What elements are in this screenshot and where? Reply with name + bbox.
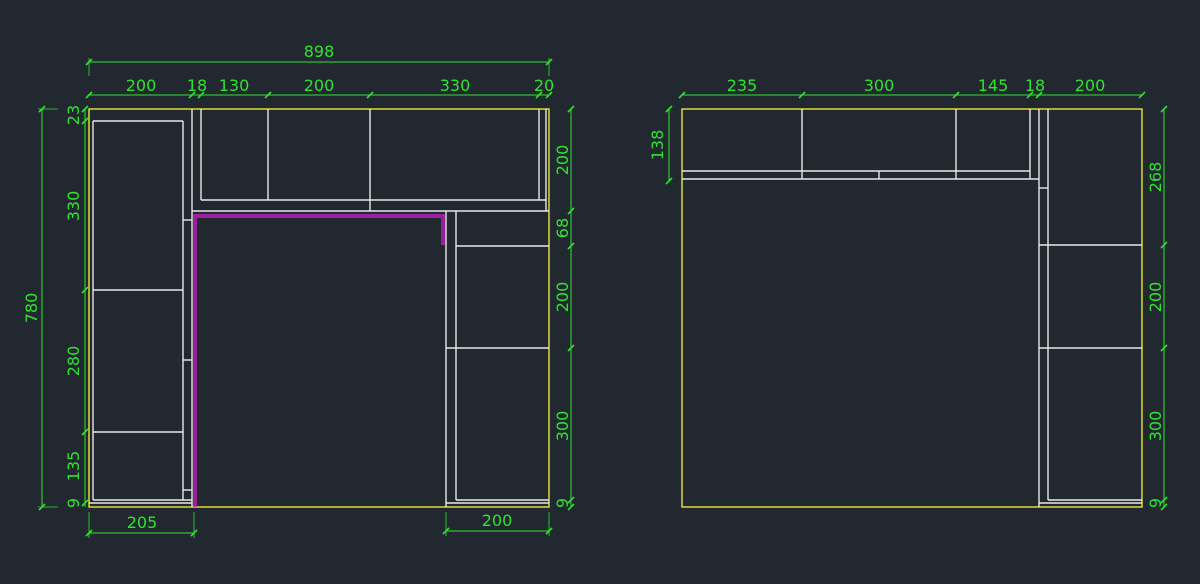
dim-tick	[567, 496, 575, 504]
top-dim-label: 18	[187, 76, 207, 95]
top-dim-label: 200	[1075, 76, 1106, 95]
dim-tick	[545, 91, 553, 99]
dim-tick	[81, 105, 89, 113]
dim-tick	[81, 286, 89, 294]
right-dim-label: 9	[553, 498, 572, 508]
right-dim-label: 200	[1146, 282, 1165, 313]
top-dim-label: 235	[727, 76, 758, 95]
opening-highlight-inner	[195, 216, 443, 507]
overall-height-label: 780	[22, 293, 41, 324]
dim-tick	[264, 91, 272, 99]
left-dim-label: 330	[64, 191, 83, 222]
right-cabinet-outline	[681, 108, 1143, 508]
dim-tick	[81, 499, 89, 507]
dim-tick	[81, 428, 89, 436]
right-dim-label: 300	[1146, 411, 1165, 442]
right-left-dim: 138	[648, 105, 673, 185]
dim-tick	[85, 91, 93, 99]
dim-tick	[798, 91, 806, 99]
dim-tick	[1026, 91, 1034, 99]
bottom-left-dim-label: 205	[127, 513, 158, 532]
right-dim-label: 200	[553, 145, 572, 176]
top-dim-label: 130	[219, 76, 250, 95]
dim-tick	[665, 105, 673, 113]
right-panels	[682, 109, 1142, 507]
right-dim-label: 268	[1146, 162, 1165, 193]
top-dim-label: 18	[1025, 76, 1045, 95]
dim-tick	[81, 117, 89, 125]
right-dim-label: 9	[1146, 498, 1165, 508]
dim-tick	[567, 207, 575, 215]
dim-tick	[567, 242, 575, 250]
dim-tick	[665, 177, 673, 185]
top-dim-label: 300	[864, 76, 895, 95]
dim-tick	[1138, 91, 1146, 99]
left-dim-label: 23	[64, 105, 83, 125]
right-right-segment-dims: 268 200 300 9	[1146, 105, 1168, 511]
dim-tick	[1160, 105, 1168, 113]
dim-tick	[567, 105, 575, 113]
dim-tick	[197, 91, 205, 99]
dim-tick	[1160, 344, 1168, 352]
top-dim-label: 200	[126, 76, 157, 95]
left-overall-height-dim: 780	[22, 105, 58, 511]
left-dim-label: 280	[64, 346, 83, 377]
dim-tick	[567, 344, 575, 352]
dim-tick	[535, 91, 543, 99]
right-dim-label: 200	[553, 282, 572, 313]
dim-tick	[188, 91, 196, 99]
left-dim-label: 135	[64, 451, 83, 482]
right-side-segment-dims: 200 68 200 300 9	[553, 105, 575, 511]
left-bottom-dims: 205 200	[85, 511, 553, 538]
top-dim-label: 200	[304, 76, 335, 95]
left-panels	[89, 109, 549, 507]
dim-tick	[1035, 91, 1043, 99]
left-elevation-view: 898 200 18 130 200 330 20 780	[22, 42, 575, 538]
dim-tick	[1160, 496, 1168, 504]
bottom-right-dim-label: 200	[482, 511, 513, 530]
top-dim-label: 330	[440, 76, 471, 95]
left-dim-label: 9	[64, 498, 83, 508]
opening-highlight-outline	[193, 214, 445, 507]
top-dim-label: 145	[978, 76, 1009, 95]
dim-tick	[1160, 503, 1168, 511]
dim-tick	[366, 91, 374, 99]
left-cabinet-outline	[88, 108, 550, 508]
right-elevation-view: 235 300 145 18 200 138 268 200 300 9	[648, 76, 1168, 511]
right-dim-label: 68	[553, 218, 572, 238]
left-dim-label: 138	[648, 130, 667, 161]
left-top-segment-dims: 200 18 130 200 330 20	[85, 76, 554, 99]
overall-width-label: 898	[304, 42, 335, 61]
dim-tick	[952, 91, 960, 99]
left-side-segment-dims: 23 330 280 135 9	[64, 105, 89, 508]
dim-tick	[1160, 241, 1168, 249]
right-dim-label: 300	[553, 411, 572, 442]
dim-tick	[567, 503, 575, 511]
right-top-segment-dims: 235 300 145 18 200	[678, 76, 1146, 99]
top-dim-label: 20	[534, 76, 554, 95]
dim-tick	[678, 91, 686, 99]
left-overall-width-dim: 898	[85, 42, 553, 76]
